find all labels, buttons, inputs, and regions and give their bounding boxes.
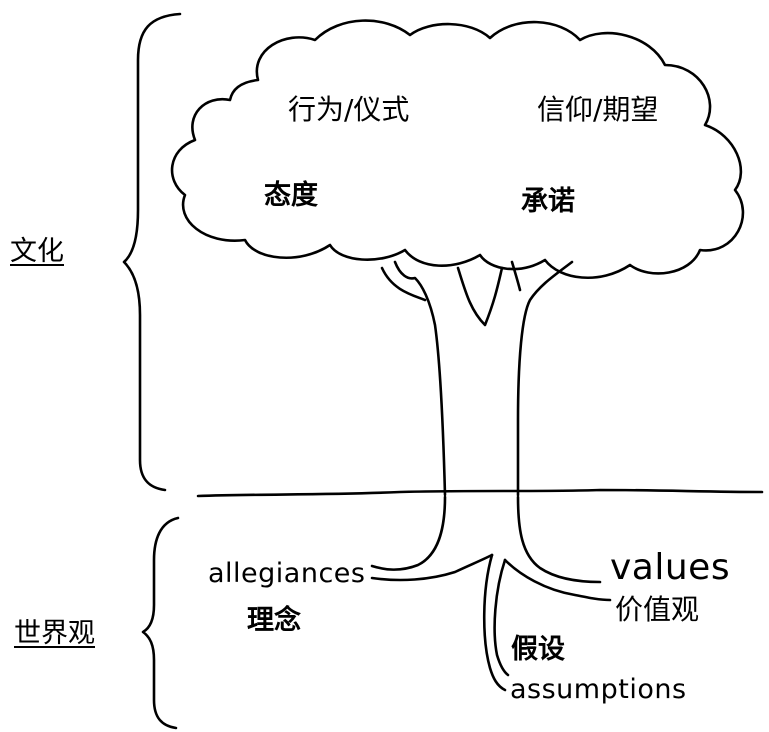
values-cn-label: 价值观 bbox=[615, 593, 700, 626]
cloud-gap-right bbox=[658, 160, 670, 168]
assumptions-label: assumptions bbox=[510, 674, 687, 705]
root-right-lower bbox=[503, 558, 612, 602]
worldview-label: 世界观 bbox=[14, 618, 95, 649]
root-left-upper bbox=[370, 495, 447, 571]
cloud-gap-top bbox=[458, 93, 466, 105]
root-left-lower bbox=[370, 553, 494, 582]
branch-inner-v bbox=[456, 266, 504, 327]
attitude-label: 态度 bbox=[264, 180, 318, 211]
root-center-right bbox=[493, 558, 510, 677]
allegiances-label: allegiances bbox=[208, 558, 366, 589]
behavior-ritual-label: 行为/仪式 bbox=[288, 93, 410, 126]
values-label: values bbox=[610, 547, 731, 588]
trunk-left bbox=[393, 260, 447, 497]
commitment-label: 承诺 bbox=[521, 186, 575, 217]
culture-label: 文化 bbox=[10, 236, 64, 267]
root-right bbox=[516, 495, 602, 584]
cloud-canopy bbox=[170, 19, 745, 280]
ground-line bbox=[196, 488, 764, 498]
assumptions-cn-label: 假设 bbox=[511, 634, 565, 665]
branch-right-inner bbox=[510, 260, 522, 292]
branch-left-inner bbox=[380, 266, 427, 302]
belief-expectation-label: 信仰/期望 bbox=[537, 93, 659, 126]
culture-brace bbox=[122, 12, 182, 492]
worldview-brace bbox=[141, 516, 180, 730]
allegiances-cn-label: 理念 bbox=[247, 605, 301, 636]
trunk-right bbox=[516, 260, 574, 497]
root-center-left bbox=[482, 553, 507, 692]
